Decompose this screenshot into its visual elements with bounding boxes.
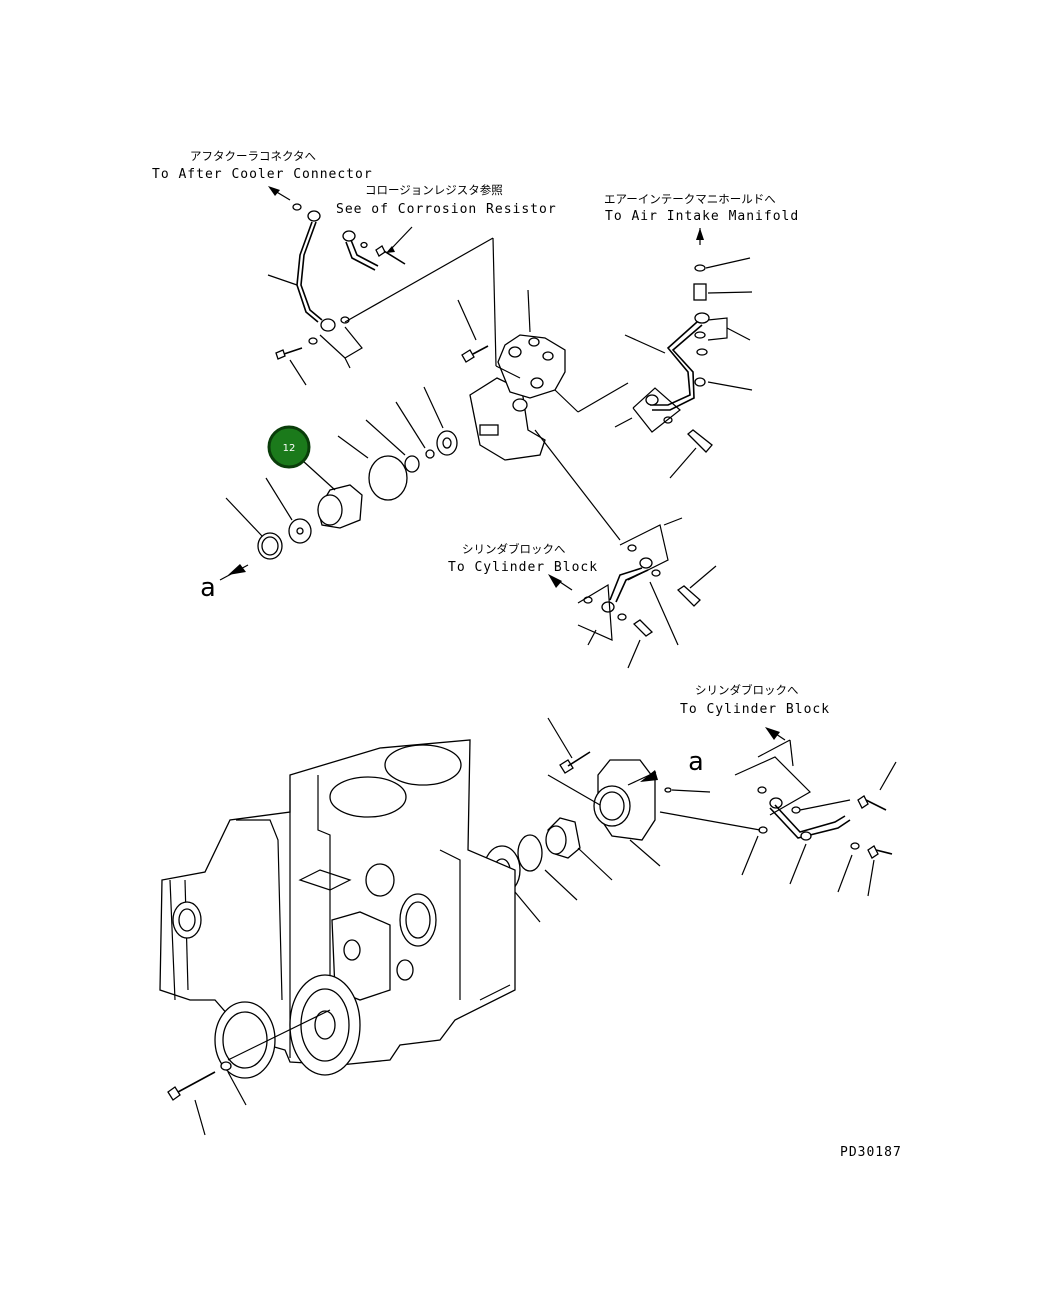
drawing-number: PD30187	[840, 1145, 902, 1160]
reference-a-right: a	[688, 747, 704, 777]
aftercooler-label-jp: アフタクーラコネクタへ	[190, 149, 316, 163]
cylinder-pipe-1	[577, 517, 717, 669]
airintake-label-en: To Air Intake Manifold	[605, 209, 799, 224]
aftercooler-label-en: To After Cooler Connector	[152, 167, 373, 182]
airintake-pipe-group	[614, 228, 753, 479]
aftercooler-pipe-group	[267, 186, 494, 386]
corrosion-pipe-group	[342, 226, 497, 367]
callout-12[interactable]: 12	[267, 425, 311, 469]
airintake-label-jp: エアーインテークマニホールドへ	[604, 192, 776, 206]
drive-parts-stack	[219, 386, 573, 591]
cylinder-block-label-en-2: To Cylinder Block	[680, 702, 830, 717]
corrosion-label-en: See of Corrosion Resistor	[336, 202, 557, 217]
cylinder-block-label-jp-1: シリンダブロックへ	[462, 542, 566, 556]
corrosion-label-jp: コロージョンレジスタ参照	[365, 183, 503, 197]
callout-12-number: 12	[283, 443, 296, 454]
engine-block	[159, 739, 516, 1136]
cylinder-block-label-jp-2: シリンダブロックへ	[695, 683, 799, 697]
reference-a-left: a	[200, 573, 216, 603]
cylinder-block-label-en-1: To Cylinder Block	[448, 560, 598, 575]
compressor-assembly	[457, 289, 629, 541]
